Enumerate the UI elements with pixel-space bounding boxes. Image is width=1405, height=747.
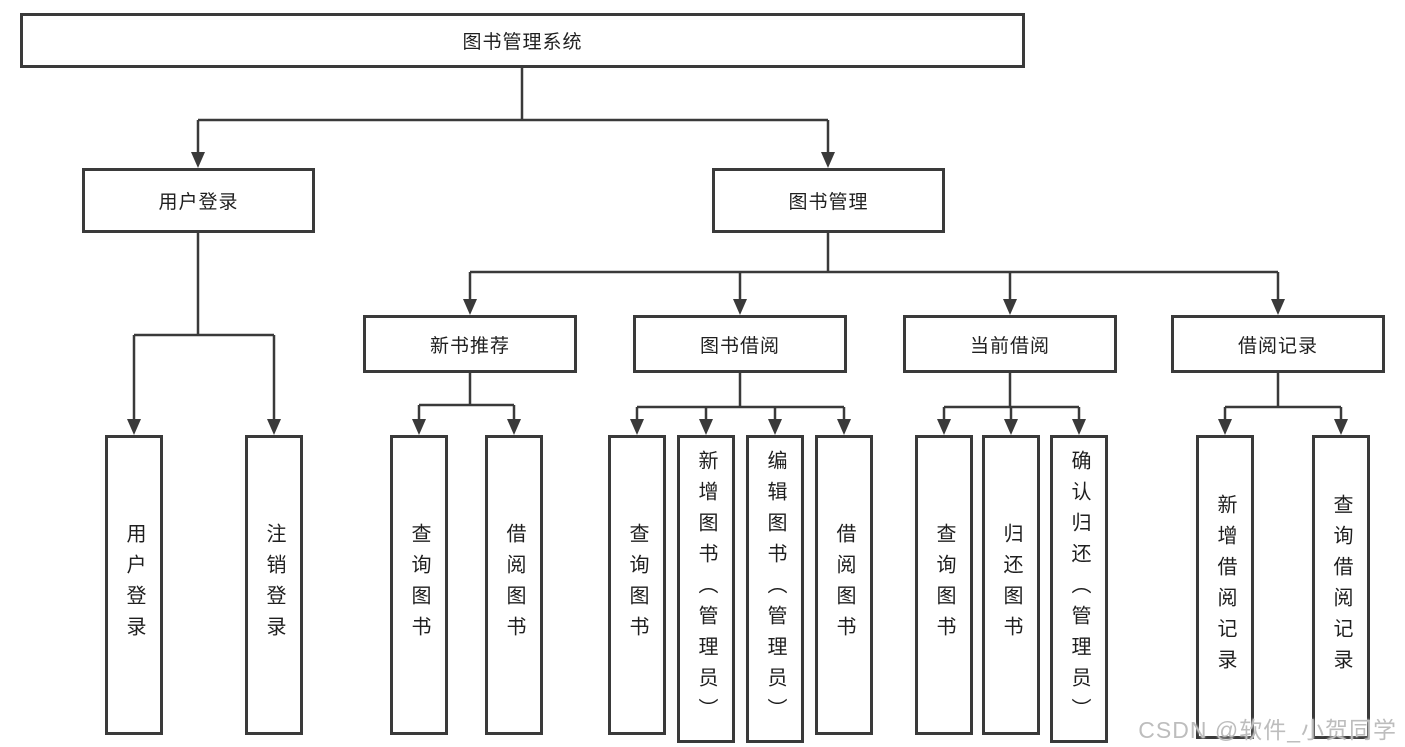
leaf-logout: 注销登录 bbox=[245, 435, 303, 735]
node-borrowing-records: 借阅记录 bbox=[1171, 315, 1385, 373]
leaf-query-books-current: 查询图书 bbox=[915, 435, 973, 735]
leaf-return-books: 归还图书 bbox=[982, 435, 1040, 735]
leaf-add-book-admin: 新增图书（管理员） bbox=[677, 435, 735, 743]
node-book-borrowing: 图书借阅 bbox=[633, 315, 847, 373]
leaf-add-borrow-record: 新增借阅记录 bbox=[1196, 435, 1254, 739]
csdn-watermark: CSDN @软件_小贺同学 bbox=[1138, 717, 1397, 743]
leaf-query-borrow-record: 查询借阅记录 bbox=[1312, 435, 1370, 739]
leaf-query-books-recommend: 查询图书 bbox=[390, 435, 448, 735]
leaf-user-login: 用户登录 bbox=[105, 435, 163, 735]
node-book-management: 图书管理 bbox=[712, 168, 945, 233]
leaf-edit-book-admin: 编辑图书（管理员） bbox=[746, 435, 804, 743]
node-current-borrowing: 当前借阅 bbox=[903, 315, 1117, 373]
node-new-book-recommendation: 新书推荐 bbox=[363, 315, 577, 373]
connector-paths bbox=[132, 68, 1343, 421]
leaf-confirm-return-admin: 确认归还（管理员） bbox=[1050, 435, 1108, 743]
leaf-query-books-borrowing: 查询图书 bbox=[608, 435, 666, 735]
leaf-borrow-books-recommend: 借阅图书 bbox=[485, 435, 543, 735]
node-library-system: 图书管理系统 bbox=[20, 13, 1025, 68]
node-user-login: 用户登录 bbox=[82, 168, 315, 233]
leaf-borrow-books-borrowing: 借阅图书 bbox=[815, 435, 873, 735]
arrowheads bbox=[127, 152, 1348, 435]
